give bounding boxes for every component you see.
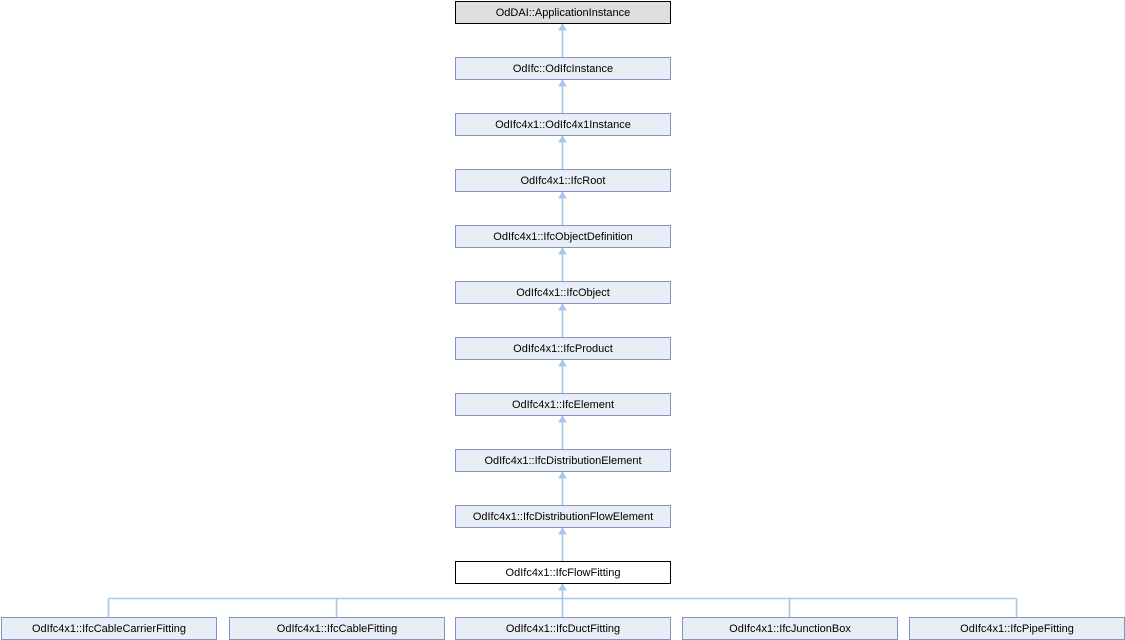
arrow-head	[558, 247, 567, 255]
node-ifcflowfitting-current: OdIfc4x1::IfcFlowFitting	[455, 561, 671, 584]
node-applicationinstance: OdDAI::ApplicationInstance	[455, 1, 671, 24]
class-node-label: OdIfc4x1::IfcPipeFitting	[960, 622, 1074, 635]
class-node-label: OdIfc4x1::IfcCableCarrierFitting	[31, 622, 187, 635]
node-ifcductfitting[interactable]: OdIfc4x1::IfcDuctFitting	[455, 617, 671, 640]
class-node-label: OdIfc4x1::IfcDuctFitting	[505, 622, 621, 635]
node-ifcobjectdefinition[interactable]: OdIfc4x1::IfcObjectDefinition	[455, 225, 671, 248]
arrow-head	[558, 191, 567, 199]
class-node-label: OdIfc4x1::IfcRoot	[520, 174, 606, 187]
class-node-label: OdIfc4x1::IfcCableFitting	[276, 622, 398, 635]
node-ifcroot[interactable]: OdIfc4x1::IfcRoot	[455, 169, 671, 192]
node-ifcdistributionflowelement[interactable]: OdIfc4x1::IfcDistributionFlowElement	[455, 505, 671, 528]
class-node-label: OdIfc4x1::IfcElement	[511, 398, 615, 411]
arrow-head	[558, 415, 567, 423]
node-odifcinstance[interactable]: OdIfc::OdIfcInstance	[455, 57, 671, 80]
arrow-head	[558, 471, 567, 479]
class-node-label: OdIfc4x1::IfcProduct	[513, 342, 613, 355]
class-node-label: OdIfc4x1::IfcDistributionElement	[484, 454, 642, 467]
node-ifcelement[interactable]: OdIfc4x1::IfcElement	[455, 393, 671, 416]
arrow-head	[558, 135, 567, 143]
class-node-label: OdIfc4x1::IfcJunctionBox	[729, 622, 851, 635]
class-node-label: OdIfc4x1::IfcDistributionFlowElement	[472, 510, 654, 523]
class-node-label: OdDAI::ApplicationInstance	[495, 6, 631, 19]
arrow-head	[558, 359, 567, 367]
node-ifcproduct[interactable]: OdIfc4x1::IfcProduct	[455, 337, 671, 360]
class-node-label: OdIfc::OdIfcInstance	[512, 62, 614, 75]
node-ifcpipefitting[interactable]: OdIfc4x1::IfcPipeFitting	[909, 617, 1125, 640]
arrow-head	[558, 527, 567, 535]
class-node-label: OdIfc4x1::IfcFlowFitting	[505, 566, 621, 579]
node-odifc4x1instance[interactable]: OdIfc4x1::OdIfc4x1Instance	[455, 113, 671, 136]
node-ifccablecarrierfitting[interactable]: OdIfc4x1::IfcCableCarrierFitting	[1, 617, 217, 640]
node-ifcobject[interactable]: OdIfc4x1::IfcObject	[455, 281, 671, 304]
arrow-head	[558, 303, 567, 311]
arrow-head	[558, 23, 567, 31]
node-ifcdistributionelement[interactable]: OdIfc4x1::IfcDistributionElement	[455, 449, 671, 472]
node-ifccablefitting[interactable]: OdIfc4x1::IfcCableFitting	[229, 617, 445, 640]
class-node-label: OdIfc4x1::IfcObjectDefinition	[493, 230, 633, 243]
arrow-head	[558, 79, 567, 87]
arrow-head	[558, 583, 567, 591]
class-node-label: OdIfc4x1::IfcObject	[516, 286, 610, 299]
class-node-label: OdIfc4x1::OdIfc4x1Instance	[495, 118, 631, 131]
node-ifcjunctionbox[interactable]: OdIfc4x1::IfcJunctionBox	[682, 617, 898, 640]
